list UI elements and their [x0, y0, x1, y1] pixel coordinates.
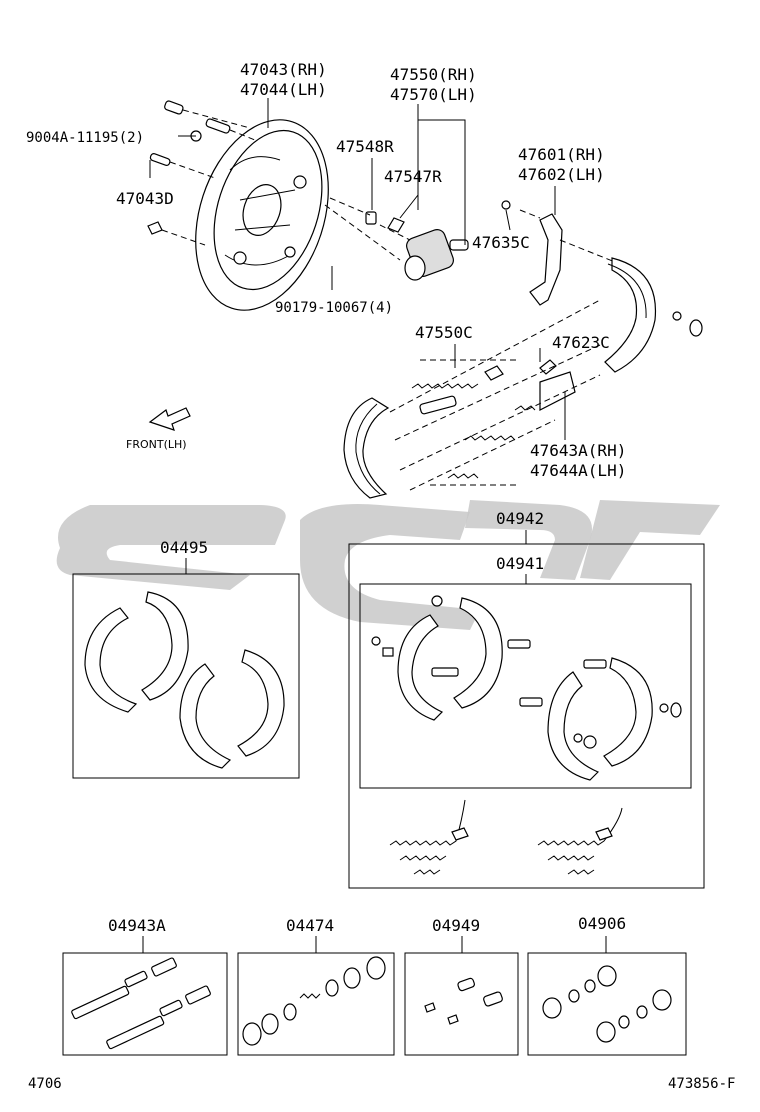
leader-lines — [149, 98, 566, 440]
label-adjuster-c: 47623C — [552, 333, 610, 352]
watermark — [56, 500, 720, 630]
label-wheel-cylinder-lh: 47570(LH) — [390, 85, 477, 104]
kit-clip-parts — [424, 977, 503, 1025]
label-kit-shoe: 04495 — [160, 538, 208, 557]
kit-inner-box — [359, 583, 692, 789]
kit-adjuster-parts — [71, 957, 211, 1050]
footer-right-code: 473856-F — [668, 1076, 735, 1092]
wheel-cylinder — [324, 197, 469, 281]
label-strut-lh: 47644A(LH) — [530, 461, 626, 480]
kit-cylinder-box — [237, 952, 395, 1056]
kit-clip-box — [404, 952, 519, 1056]
kit-cups-parts — [542, 965, 672, 1043]
label-backing-plate-rh: 47043(RH) — [240, 60, 327, 79]
front-arrow-icon — [148, 407, 191, 431]
kit-cylinder-parts — [242, 956, 386, 1046]
kit-inner-parts — [371, 595, 682, 781]
backing-plate — [195, 119, 329, 311]
label-bleeder-plug: 47547R — [384, 167, 442, 186]
label-lever-rh: 47601(RH) — [518, 145, 605, 164]
parking-lever — [501, 200, 616, 306]
kit-outer-box — [348, 543, 705, 889]
bolt-parts — [147, 100, 256, 246]
kit-cups-box — [527, 952, 687, 1056]
label-strut-rh: 47643A(RH) — [530, 441, 626, 460]
left-brake-shoe — [343, 397, 390, 499]
label-wheel-cylinder-rh: 47550(RH) — [390, 65, 477, 84]
springs-struts — [389, 299, 601, 491]
label-clip-c: 47635C — [472, 233, 530, 252]
label-nut: 90179-10067(4) — [275, 300, 393, 316]
kit-shoe-box — [72, 573, 300, 779]
label-backing-plate-lh: 47044(LH) — [240, 80, 327, 99]
label-lever-lh: 47602(LH) — [518, 165, 605, 184]
label-kit-cylinder: 04474 — [286, 916, 334, 935]
label-bolt: 9004A-11195(2) — [26, 130, 144, 146]
footer-left-code: 4706 — [28, 1076, 62, 1092]
label-front: FRONT(LH) — [126, 438, 187, 451]
label-kit-outer: 04942 — [496, 509, 544, 528]
kit-shoe-parts — [84, 591, 285, 769]
label-kit-cups: 04906 — [578, 914, 626, 933]
label-kit-adjuster: 04943A — [108, 916, 166, 935]
label-kit-inner: 04941 — [496, 554, 544, 573]
kit-outer-springs — [389, 799, 623, 875]
right-brake-shoe — [604, 257, 703, 373]
label-bleeder-cap: 47548R — [336, 137, 394, 156]
label-kit-clip: 04949 — [432, 916, 480, 935]
label-spring-c: 47550C — [415, 323, 473, 342]
kit-adjuster-box — [62, 952, 228, 1056]
label-plug-d: 47043D — [116, 189, 174, 208]
